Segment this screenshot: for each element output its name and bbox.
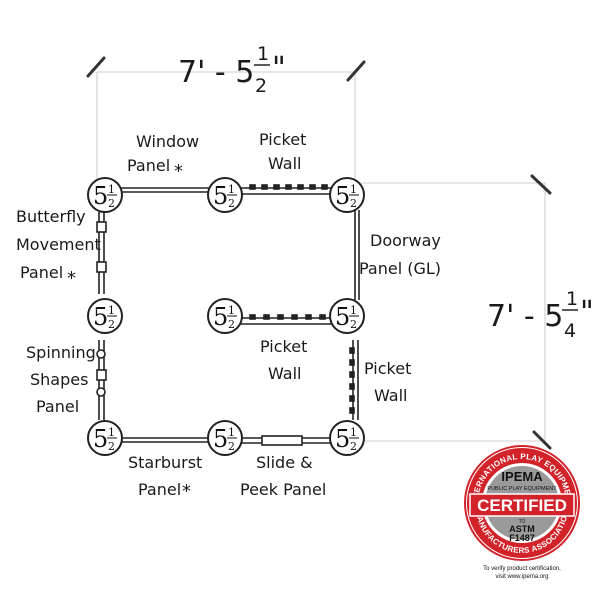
svg-text:5: 5 (213, 425, 228, 453)
label-spinning: Spinning Shapes Panel (26, 343, 101, 416)
butterfly-panel-wall (96, 212, 107, 294)
label-butterfly: Butterfly Movement Panel (16, 207, 106, 282)
svg-text:5: 5 (213, 182, 228, 210)
svg-text:5: 5 (93, 303, 108, 331)
label-picket-right: Picket Wall (364, 359, 416, 405)
slide-peek-wall (240, 435, 332, 446)
asterisk-starburst: * (182, 481, 191, 502)
svg-text:2: 2 (228, 197, 235, 210)
svg-text:5: 5 (335, 425, 350, 453)
svg-text:1: 1 (228, 183, 235, 196)
ipema-certified-badge: INTERNATIONAL PLAY EQUIPMENT MANUFACTURE… (464, 445, 580, 561)
svg-text:1: 1 (108, 304, 115, 317)
width-dimension (86, 56, 366, 188)
svg-text:1: 1 (350, 304, 357, 317)
svg-text:5: 5 (93, 182, 108, 210)
badge-certified: CERTIFIED (477, 496, 567, 515)
svg-text:2: 2 (108, 318, 115, 331)
depth-dimension-text: 7' - 5 1 4 " (487, 288, 594, 342)
width-dim-numerator: 1 (257, 43, 269, 65)
svg-text:5: 5 (213, 303, 228, 331)
badge-brand: IPEMA (501, 469, 543, 484)
picket-wall-top (240, 184, 332, 195)
asterisk-window: * (174, 161, 183, 182)
svg-text:1: 1 (108, 183, 115, 196)
post-middle-right: 5 1 2 (329, 298, 365, 334)
width-dim-unit: " (272, 51, 286, 86)
svg-text:1: 1 (108, 426, 115, 439)
panel-labels: Window Panel * Picket Wall Doorway Panel… (16, 130, 446, 502)
post-top-right: 5 1 2 (329, 177, 365, 213)
svg-text:2: 2 (350, 197, 357, 210)
label-picket-top: Picket Wall (259, 130, 311, 173)
svg-text:1: 1 (228, 426, 235, 439)
label-doorway: Doorway Panel (GL) (359, 231, 446, 278)
badge-to: TO (519, 519, 526, 525)
badge-sub: PUBLIC PLAY EQUIPMENT (487, 486, 557, 492)
depth-dim-numerator: 1 (566, 288, 578, 310)
post-top-left: 5 1 2 (87, 177, 123, 213)
badge-standard: ASTM (509, 524, 535, 534)
post-bottom-middle: 5 1 2 (207, 420, 243, 456)
svg-text:1: 1 (350, 426, 357, 439)
depth-dim-whole: 7' - 5 (487, 299, 563, 334)
spinning-shapes-wall (96, 340, 107, 420)
badge-code: F1487 (509, 533, 535, 543)
label-window: Window Panel (127, 132, 204, 175)
label-slide-peek: Slide & Peek Panel (240, 453, 326, 499)
width-dim-whole: 7' - 5 (178, 55, 254, 90)
svg-text:5: 5 (335, 303, 350, 331)
svg-text:2: 2 (228, 440, 235, 453)
svg-text:2: 2 (228, 318, 235, 331)
post-bottom-left: 5 1 2 (87, 420, 123, 456)
picket-wall-right (349, 340, 359, 420)
svg-text:1: 1 (350, 183, 357, 196)
svg-text:2: 2 (108, 440, 115, 453)
width-dim-denominator: 2 (255, 75, 267, 97)
svg-text:5: 5 (93, 425, 108, 453)
badge-verify-line-2: visit www.ipema.org (495, 574, 548, 580)
depth-dimension (360, 174, 552, 450)
width-dimension-text: 7' - 5 1 2 " (178, 43, 286, 97)
picket-wall-middle (240, 314, 332, 325)
svg-text:2: 2 (350, 440, 357, 453)
post-bottom-right: 5 1 2 (329, 420, 365, 456)
post-center: 5 1 2 (207, 298, 243, 334)
posts: 5 1 2 5 1 2 5 1 2 5 1 2 5 (87, 177, 365, 456)
svg-text:1: 1 (228, 304, 235, 317)
label-picket-middle: Picket Wall (260, 337, 312, 383)
svg-text:2: 2 (350, 318, 357, 331)
walls (96, 184, 360, 446)
svg-text:2: 2 (108, 197, 115, 210)
badge-verify-line-1: To verify product certification, (483, 566, 561, 572)
label-starburst: Starburst Panel (128, 453, 207, 499)
post-top-middle: 5 1 2 (207, 177, 243, 213)
depth-dim-denominator: 4 (564, 320, 576, 342)
svg-text:5: 5 (335, 182, 350, 210)
post-middle-left: 5 1 2 (87, 298, 123, 334)
asterisk-butterfly: * (67, 268, 76, 289)
depth-dim-unit: " (580, 295, 594, 330)
